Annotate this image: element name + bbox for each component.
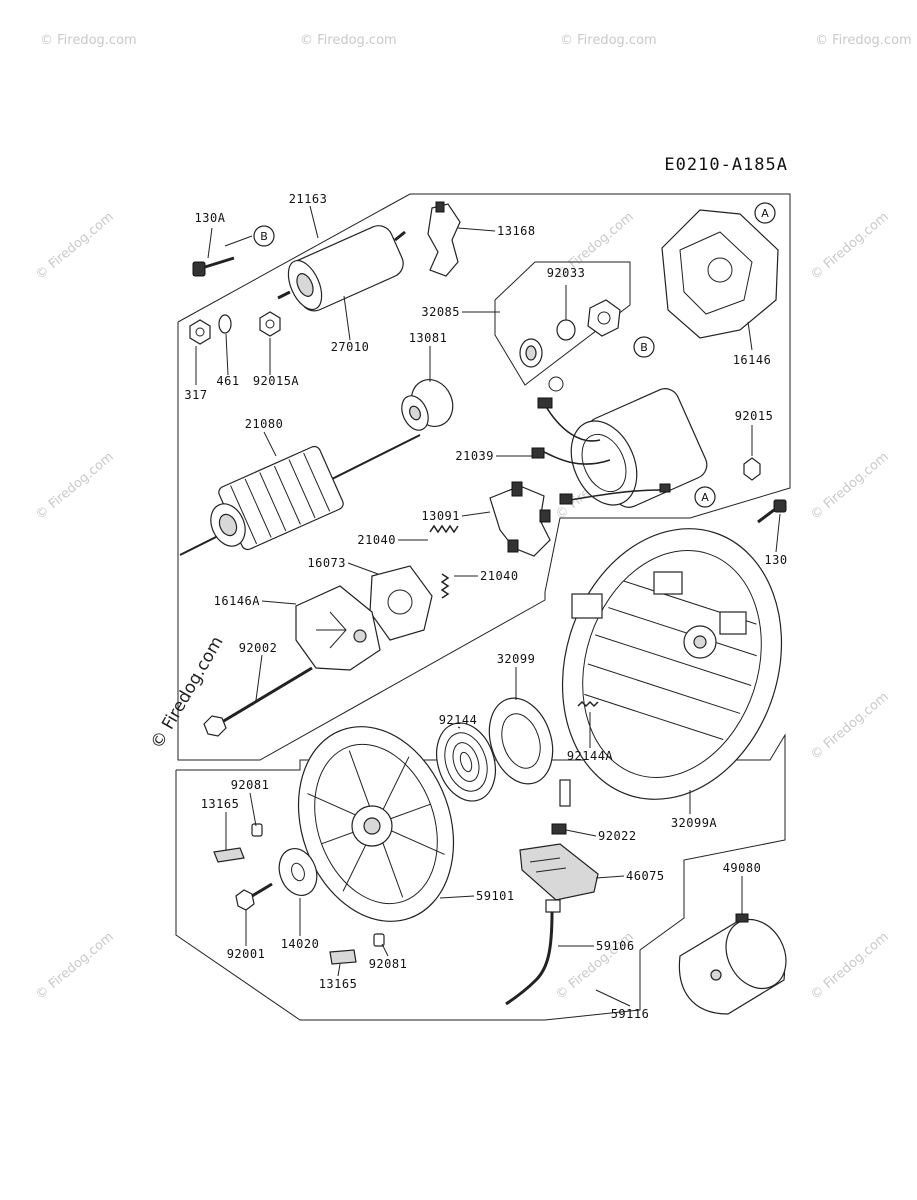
cup-49080: [678, 913, 787, 1015]
part-label: 92015: [735, 409, 774, 423]
watermark: © Firedog.com: [808, 929, 892, 1003]
housing-16146: [661, 209, 779, 339]
solenoid-27010: [277, 225, 406, 312]
rope-59106: [505, 911, 554, 1006]
leader-lines: [195, 205, 781, 1007]
part-label: 92144: [439, 713, 478, 727]
part-label: 317: [184, 388, 207, 402]
ref-mark-b-upper: B: [253, 225, 275, 247]
plate-16073: [369, 565, 433, 641]
ref-mark-b-lower: B: [633, 336, 655, 358]
ratchet-13165-lower: [329, 949, 357, 965]
part-label: 21040: [357, 533, 396, 547]
watermark: © Firedog.com: [33, 449, 117, 523]
svg-text:A: A: [761, 207, 769, 220]
cover-32099A: [561, 528, 783, 800]
svg-text:B: B: [640, 341, 648, 354]
spring-92081-lower: [373, 933, 385, 947]
bolt-130: [757, 499, 787, 524]
part-label: 32099: [497, 652, 536, 666]
part-label: 21080: [245, 417, 284, 431]
part-label: 13081: [409, 331, 448, 345]
armature-21080: [179, 434, 421, 556]
svg-text:A: A: [701, 491, 709, 504]
spring-21040-lower: [440, 573, 450, 599]
part-label: 32085: [421, 305, 460, 319]
part-label: 92081: [231, 778, 270, 792]
part-label: 21040: [480, 569, 519, 583]
watermark: © Firedog.com: [40, 33, 137, 48]
part-label: 21163: [289, 192, 328, 206]
svg-text:B: B: [260, 230, 268, 243]
part-label: 92144A: [567, 749, 614, 763]
pin-92022: [551, 779, 571, 835]
diagram-code: E0210-A185A: [664, 155, 788, 175]
part-label: 49080: [723, 861, 762, 875]
spring-21040-upper: [429, 524, 459, 534]
part-label: 13091: [421, 509, 460, 523]
through-bolt-92002: [203, 666, 313, 737]
part-label: 13165: [319, 977, 358, 991]
part-labels: 21163 130A 13168 92033 32085 317 461 920…: [184, 192, 787, 1021]
bolt-92001: [235, 882, 273, 911]
ref-mark-a-lower: A: [694, 486, 716, 508]
nut-317: [189, 319, 211, 345]
part-label: 16073: [307, 556, 346, 570]
watermark: © Firedog.com: [33, 929, 117, 1003]
part-label: 16146: [733, 353, 772, 367]
handle-46075: [519, 843, 599, 913]
pulley-59101: [297, 726, 455, 922]
part-label: 92081: [369, 957, 408, 971]
part-label: 21039: [455, 449, 494, 463]
part-label: 461: [216, 374, 239, 388]
part-label: 92002: [239, 641, 278, 655]
lever-13168: [427, 201, 461, 277]
part-label: 59106: [596, 939, 635, 953]
yoke-21039: [531, 376, 708, 508]
washer-461: [218, 314, 232, 334]
part-label: 13165: [201, 797, 240, 811]
part-label: 92022: [598, 829, 637, 843]
spring-92144A: [577, 700, 599, 708]
part-label: 92015A: [253, 374, 300, 388]
part-label: 59101: [476, 889, 515, 903]
watermark: © Firedog.com: [300, 33, 397, 48]
spring-92144: [436, 722, 496, 802]
seal-32099: [488, 697, 554, 785]
nut-92015A: [259, 311, 281, 337]
pinion-13081: [401, 379, 454, 431]
ref-mark-a-upper: A: [754, 202, 776, 224]
watermark: © Firedog.com: [808, 689, 892, 763]
part-label: 32099A: [671, 816, 718, 830]
watermark: © Firedog.com: [33, 209, 117, 283]
part-label: 27010: [331, 340, 370, 354]
part-label: 13168: [497, 224, 536, 238]
part-label: 59116: [611, 1007, 650, 1021]
watermark: © Firedog.com: [815, 33, 912, 48]
part-label: 92033: [547, 266, 586, 280]
part-label: 130: [764, 553, 787, 567]
part-label: 14020: [281, 937, 320, 951]
nut-92015: [743, 457, 761, 481]
ratchet-13165-upper: [213, 847, 245, 863]
bushing-32085: [519, 299, 621, 368]
bolt-130A: [192, 256, 235, 277]
watermark: © Firedog.com: [808, 449, 892, 523]
part-label: 16146A: [214, 594, 261, 608]
spring-92081-upper: [251, 823, 263, 837]
part-label: 130A: [195, 211, 226, 225]
part-label: 46075: [626, 869, 665, 883]
reel-14020: [278, 848, 318, 896]
brush-holder-13091: [489, 481, 551, 557]
part-label: 92001: [227, 947, 266, 961]
watermark: © Firedog.com: [808, 209, 892, 283]
frame-16146A: [295, 585, 381, 671]
watermark: © Firedog.com: [560, 33, 657, 48]
